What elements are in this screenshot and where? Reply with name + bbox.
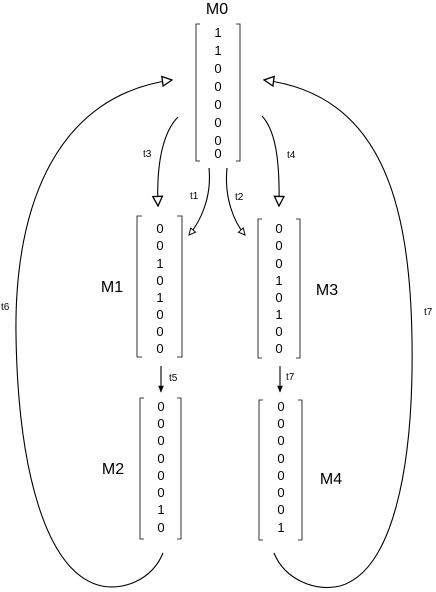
marking-value: 0	[157, 485, 164, 500]
marking-value: 0	[157, 433, 164, 448]
marking-m1: M1 0 0 1 0 1 0 0 0	[101, 215, 183, 358]
marking-value: 1	[214, 25, 221, 40]
marking-value: 0	[277, 485, 284, 500]
marking-title: M1	[101, 279, 123, 296]
marking-value: 0	[214, 115, 221, 130]
marking-value: 0	[275, 324, 282, 339]
marking-title: M3	[316, 282, 338, 299]
arc-t7-upper: t7	[264, 80, 433, 589]
marking-value: 0	[157, 451, 164, 466]
arc-t3: t3	[143, 116, 179, 206]
marking-value: 1	[277, 520, 284, 535]
marking-value: 0	[277, 451, 284, 466]
marking-value: 0	[214, 146, 221, 161]
transition-label: t4	[287, 150, 296, 161]
marking-value: 0	[156, 273, 163, 288]
arc-t4: t4	[261, 115, 296, 206]
transition-label: t1	[190, 191, 199, 202]
transition-label: t7	[286, 372, 295, 383]
marking-value: 1	[157, 502, 164, 517]
marking-title: M4	[320, 471, 342, 488]
marking-value: 0	[156, 341, 163, 356]
arc-t5: t5	[158, 366, 178, 393]
marking-value: 0	[157, 468, 164, 483]
marking-value: 0	[214, 133, 221, 148]
marking-m0: M0 1 1 0 0 0 0 0 0	[195, 1, 241, 162]
marking-value: 0	[156, 238, 163, 253]
marking-value: 0	[156, 307, 163, 322]
marking-value: 0	[277, 468, 284, 483]
marking-value: 1	[275, 273, 282, 288]
marking-value: 1	[214, 43, 221, 58]
marking-value: 0	[275, 256, 282, 271]
arc-t2: t2	[225, 167, 245, 235]
transition-label: t3	[143, 149, 152, 160]
marking-value: 0	[275, 221, 282, 236]
transition-label: t5	[169, 373, 178, 384]
marking-m2: M2 0 0 0 0 0 0 1 0	[102, 397, 182, 540]
marking-value: 0	[277, 433, 284, 448]
marking-value: 0	[275, 238, 282, 253]
marking-value: 0	[156, 324, 163, 339]
arc-t6: t6	[1, 80, 172, 588]
marking-value: 0	[214, 61, 221, 76]
marking-value: 0	[156, 221, 163, 236]
transition-label: t6	[1, 302, 10, 313]
arc-t7-lower: t7	[277, 366, 295, 393]
marking-m3: M3 0 0 0 1 0 1 0 0	[257, 218, 338, 359]
marking-value: 0	[275, 341, 282, 356]
marking-m4: M4 0 0 0 0 0 0 0 1	[258, 399, 342, 541]
marking-value: 0	[214, 97, 221, 112]
marking-value: 1	[156, 256, 163, 271]
marking-value: 0	[277, 502, 284, 517]
marking-value: 0	[277, 416, 284, 431]
marking-value: 0	[275, 290, 282, 305]
marking-value: 0	[157, 399, 164, 414]
marking-value: 0	[157, 416, 164, 431]
marking-value: 0	[157, 520, 164, 535]
marking-value: 1	[156, 290, 163, 305]
transition-label: t2	[235, 192, 244, 203]
marking-title: M0	[206, 1, 228, 18]
marking-value: 0	[214, 79, 221, 94]
marking-title: M2	[102, 461, 124, 478]
marking-value: 0	[277, 399, 284, 414]
arc-t1: t1	[189, 167, 211, 235]
transition-label: t7	[424, 307, 433, 318]
marking-value: 1	[275, 307, 282, 322]
